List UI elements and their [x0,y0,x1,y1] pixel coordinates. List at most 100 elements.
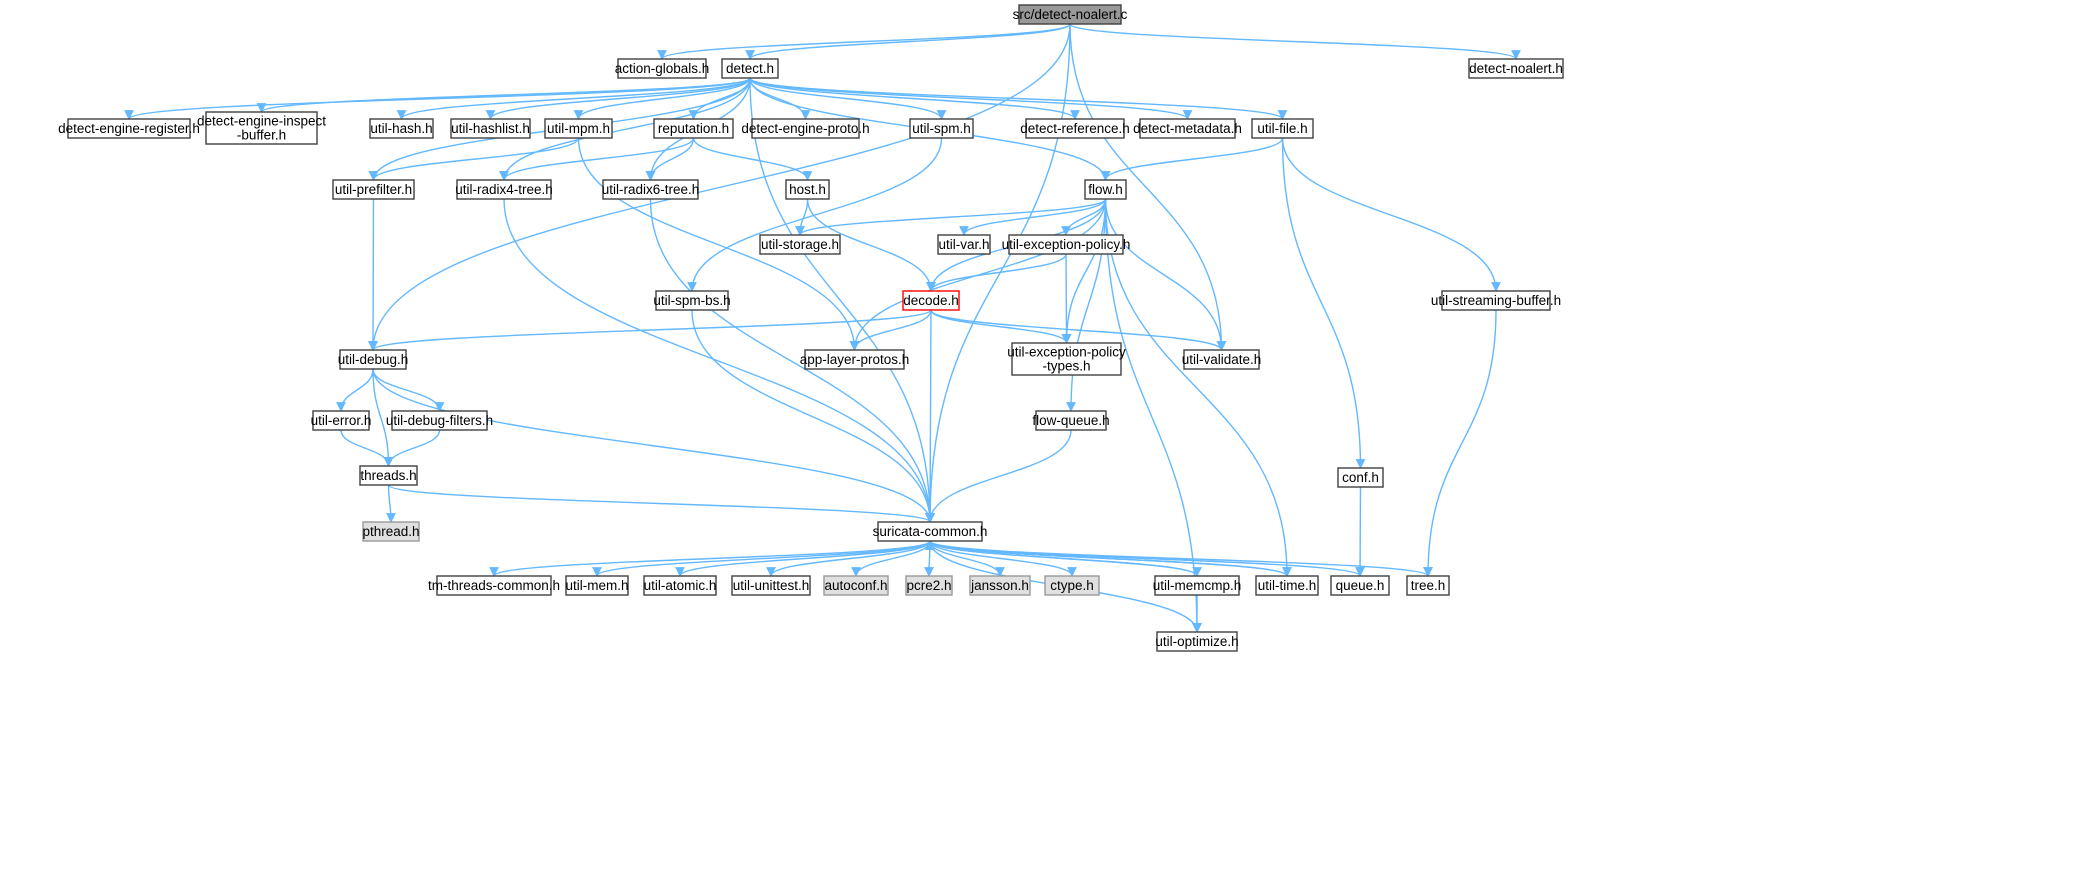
edge-root-to-util-debug [368,23,1071,351]
edge-util-time-to-suricata-common [925,540,1288,577]
node-box [1441,290,1551,311]
edge-flow-queue-to-suricata-common [925,429,1072,523]
edge-suricata-common-to-util-atomic [675,540,931,577]
node-action-globals[interactable]: action-globals.h [615,58,710,79]
node-box [1251,118,1314,139]
edge-decode-to-util-validate [930,309,1227,351]
node-util-error[interactable]: util-error.h [311,410,372,431]
node-util-optimize[interactable]: util-optimize.h [1155,631,1239,652]
node-label: util-error.h [311,413,372,428]
node-box [1035,410,1107,431]
node-util-exception-policy-types[interactable]: util-exception-policy-types.h [1007,342,1126,376]
node-box [1084,179,1127,200]
node-detect-engine-inspect-buffer[interactable]: detect-engine-inspect-buffer.h [197,111,326,145]
edge-detect-to-detect-engine-inspect-buffer [256,77,751,113]
node-util-file[interactable]: util-file.h [1251,118,1314,139]
node-queue[interactable]: queue.h [1330,575,1390,596]
edge-util-debug-filters-to-threads [383,429,441,467]
node-label: decode.h [903,293,959,308]
node-jansson[interactable]: jansson.h [969,575,1031,596]
node-flow-queue[interactable]: flow-queue.h [1032,410,1110,431]
node-box [905,575,953,596]
node-host[interactable]: host.h [785,179,830,200]
node-box [359,465,418,486]
node-detect-noalert[interactable]: detect-noalert.h [1468,58,1564,79]
node-label: detect-reference.h [1020,121,1130,136]
edge-threads-to-suricata-common [387,484,935,523]
node-util-atomic[interactable]: util-atomic.h [643,575,717,596]
node-util-unittest[interactable]: util-unittest.h [731,575,811,596]
node-tree[interactable]: tree.h [1406,575,1450,596]
edge-suricata-common-to-pcre2 [924,540,934,577]
node-util-hashlist[interactable]: util-hashlist.h [450,118,531,139]
edge-flow-to-util-var [959,198,1107,236]
node-root[interactable]: src/detect-noalert.c [1013,4,1128,25]
node-box [902,290,960,311]
node-tm-threads-common[interactable]: tm-threads-common.h [428,575,560,596]
node-detect-engine-proto[interactable]: detect-engine-proto.h [741,118,870,139]
node-util-mem[interactable]: util-mem.h [565,575,629,596]
node-conf[interactable]: conf.h [1337,467,1384,488]
node-label: jansson.h [970,578,1029,593]
node-box [617,58,707,79]
node-util-storage[interactable]: util-storage.h [759,234,841,255]
node-label: app-layer-protos.h [800,352,910,367]
node-detect[interactable]: detect.h [721,58,779,79]
edge-detect-to-util-mpm [573,77,751,120]
node-util-debug[interactable]: util-debug.h [338,349,409,370]
edge-detect-to-detect-metadata [749,77,1193,120]
node-flow[interactable]: flow.h [1084,179,1127,200]
node-box [909,118,974,139]
node-util-spm[interactable]: util-spm.h [909,118,974,139]
node-pthread[interactable]: pthread.h [362,521,420,542]
node-util-streaming-buffer[interactable]: util-streaming-buffer.h [1431,290,1561,311]
node-box [653,118,734,139]
node-suricata-common[interactable]: suricata-common.h [873,521,988,542]
node-box [362,521,420,542]
edge-util-file-to-flow [1100,137,1284,181]
node-detect-reference[interactable]: detect-reference.h [1020,118,1130,139]
node-label: util-mpm.h [547,121,610,136]
node-label: detect.h [726,61,774,76]
edge-util-file-to-util-streaming-buffer [1281,137,1501,292]
node-decode[interactable]: decode.h [902,290,960,311]
node-ctype[interactable]: ctype.h [1044,575,1100,596]
edge-host-to-decode [806,198,936,292]
node-detect-engine-register[interactable]: detect-engine-register.h [58,118,200,139]
node-autoconf[interactable]: autoconf.h [823,575,889,596]
node-box [1330,575,1390,596]
node-box [67,118,191,139]
node-util-memcmp[interactable]: util-memcmp.h [1153,575,1242,596]
edge-detect-to-detect-reference [749,77,1080,120]
node-box [312,410,370,431]
node-util-exception-policy[interactable]: util-exception-policy.h [1002,234,1131,255]
node-label: util-validate.h [1182,352,1262,367]
node-box [332,179,415,200]
node-util-prefilter[interactable]: util-prefilter.h [332,179,415,200]
node-label: util-exception-policy.h [1002,237,1131,252]
node-util-radix4-tree[interactable]: util-radix4-tree.h [455,179,553,200]
node-util-spm-bs[interactable]: util-spm-bs.h [653,290,731,311]
node-util-hash[interactable]: util-hash.h [369,118,434,139]
edge-suricata-common-to-queue [929,540,1365,577]
node-pcre2[interactable]: pcre2.h [905,575,953,596]
node-util-var[interactable]: util-var.h [937,234,991,255]
edge-decode-to-app-layer-protos [849,309,932,351]
node-threads[interactable]: threads.h [359,465,418,486]
node-util-time[interactable]: util-time.h [1255,575,1319,596]
node-label: util-time.h [1258,578,1317,593]
edge-util-debug-to-util-error [336,368,374,412]
node-util-validate[interactable]: util-validate.h [1182,349,1262,370]
node-box [785,179,830,200]
node-util-mpm[interactable]: util-mpm.h [544,118,613,139]
edge-detect-to-util-file [749,77,1288,120]
edge-conf-to-queue [1355,486,1365,577]
node-box [436,575,552,596]
node-util-debug-filters[interactable]: util-debug-filters.h [386,410,493,431]
edge-decode-to-util-debug [368,309,932,351]
node-detect-metadata[interactable]: detect-metadata.h [1133,118,1242,139]
node-app-layer-protos[interactable]: app-layer-protos.h [800,349,910,370]
node-util-radix6-tree[interactable]: util-radix6-tree.h [602,179,700,200]
node-reputation[interactable]: reputation.h [653,118,734,139]
node-box [1468,58,1564,79]
